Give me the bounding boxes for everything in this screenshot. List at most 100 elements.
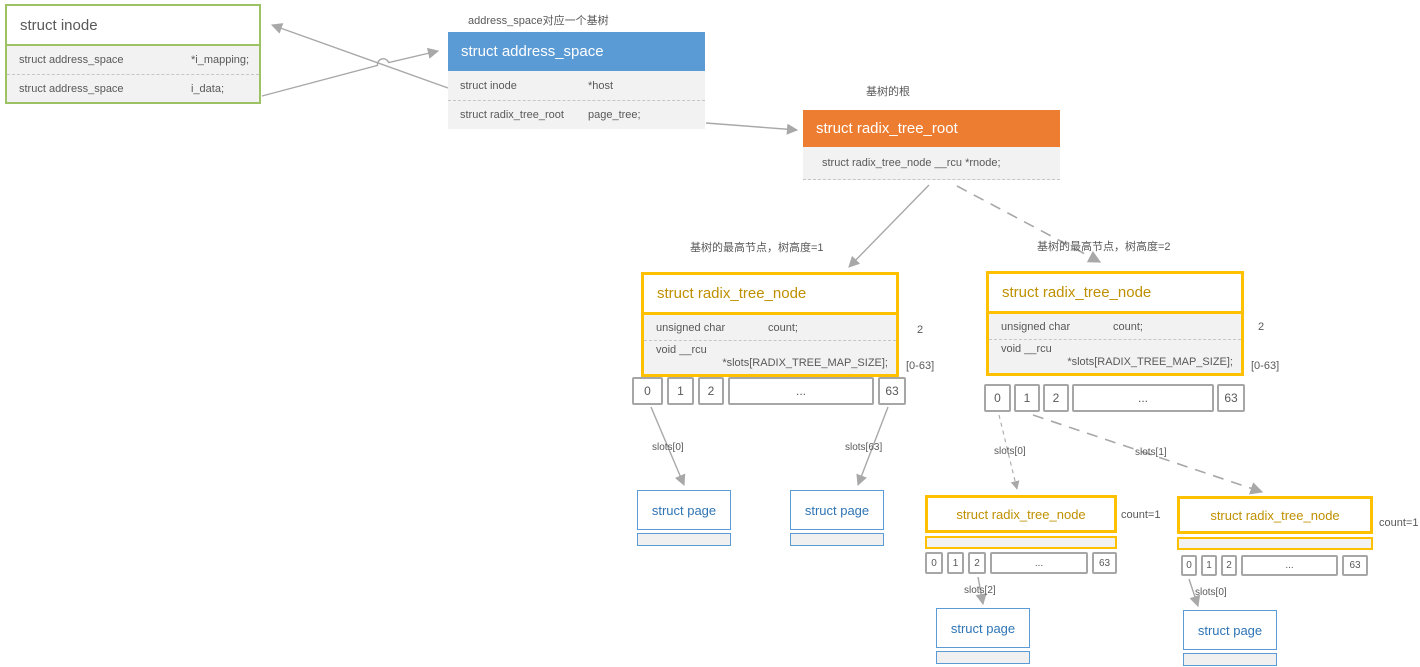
address-space-title: struct address_space <box>448 32 705 71</box>
node1-caption: 基树的最高节点，树高度=1 <box>690 242 824 254</box>
node1-field-slots: void __rcu *slots[RADIX_TREE_MAP_SIZE]; <box>644 340 896 374</box>
radix-tree-node1-title: struct radix_tree_node <box>644 275 896 312</box>
slot-cell-1: 1 <box>1014 384 1040 412</box>
child2-count-annotation: count=1 <box>1379 517 1419 529</box>
radix-tree-root-field-rnode: struct radix_tree_node __rcu *rnode; <box>803 147 1060 180</box>
node2-slot-array: 0 1 2 ... 63 <box>984 384 1245 412</box>
field-type: struct inode <box>460 79 517 92</box>
slot-cell-0: 0 <box>984 384 1011 412</box>
field-name: count; <box>1113 320 1143 333</box>
radix-tree-node2-box: struct radix_tree_node unsigned char cou… <box>986 271 1244 376</box>
address-space-caption: address_space对应一个基树 <box>468 15 609 27</box>
connector-host-to-inode <box>270 23 449 89</box>
slot-cell-ellipsis: ... <box>1241 555 1338 576</box>
slot-cell-2: 2 <box>1043 384 1069 412</box>
field-name: *host <box>588 79 614 92</box>
child1-slot-array: 0 1 2 ... 63 <box>925 552 1117 574</box>
field-name: page_tree; <box>588 109 641 121</box>
child1-footer-strip <box>925 536 1117 549</box>
page3-title: struct page <box>936 608 1030 648</box>
inode-fields: struct address_space *i_mapping; struct … <box>7 44 259 102</box>
radix-tree-node2-fields: unsigned char count; void __rcu *slots[R… <box>989 311 1241 373</box>
page3-footer-strip <box>936 651 1030 664</box>
address-space-fields: struct inode *host struct radix_tree_roo… <box>448 71 705 129</box>
node1-field-count: unsigned char count; <box>644 315 896 340</box>
child1-count-annotation: count=1 <box>1121 509 1161 521</box>
struct-page-box-3: struct page <box>936 608 1030 664</box>
radix-tree-child2-title: struct radix_tree_node <box>1177 496 1373 534</box>
radix-tree-child1-box: struct radix_tree_node <box>925 495 1117 549</box>
inode-field-i-data: struct address_space i_data; <box>7 74 259 102</box>
radix-tree-child2-box: struct radix_tree_node <box>1177 496 1373 550</box>
node2-count-annotation: 2 <box>1258 321 1265 333</box>
slot-cell-2: 2 <box>968 552 986 574</box>
struct-page-box-2: struct page <box>790 490 884 546</box>
page4-footer-strip <box>1183 653 1277 666</box>
slot-cell-ellipsis: ... <box>728 377 874 405</box>
node1-count-annotation: 2 <box>917 324 924 336</box>
page2-footer-strip <box>790 533 884 546</box>
field-type: struct address_space <box>19 54 124 66</box>
struct-inode-box: struct inode struct address_space *i_map… <box>5 4 261 104</box>
root-caption: 基树的根 <box>866 86 910 98</box>
field-type: void __rcu <box>656 344 707 356</box>
slot-cell-63: 63 <box>1342 555 1368 576</box>
field-name: *slots[RADIX_TREE_MAP_SIZE]; <box>1067 356 1233 368</box>
child2-slot-array: 0 1 2 ... 63 <box>1181 555 1368 576</box>
radix-tree-node1-box: struct radix_tree_node unsigned char cou… <box>641 272 899 377</box>
slot-cell-63: 63 <box>1092 552 1117 574</box>
slot-cell-1: 1 <box>1201 555 1217 576</box>
node2-caption: 基树的最高节点，树高度=2 <box>1037 241 1171 253</box>
node1-slot-array: 0 1 2 ... 63 <box>632 377 906 405</box>
field-name: *i_mapping; <box>191 54 250 66</box>
slot-cell-1: 1 <box>667 377 694 405</box>
slot-cell-ellipsis: ... <box>1072 384 1214 412</box>
page2-title: struct page <box>790 490 884 530</box>
struct-page-box-4: struct page <box>1183 610 1277 666</box>
field-type: struct address_space <box>19 82 124 95</box>
radix-tree-child1-title: struct radix_tree_node <box>925 495 1117 533</box>
child2-footer-strip <box>1177 537 1373 550</box>
node1-range-annotation: [0-63] <box>906 360 935 372</box>
edge-label-n1-slot63: slots[63] <box>845 442 883 453</box>
slot-cell-0: 0 <box>925 552 943 574</box>
inode-title: struct inode <box>7 6 259 44</box>
field-name: *slots[RADIX_TREE_MAP_SIZE]; <box>722 357 888 369</box>
slot-cell-ellipsis: ... <box>990 552 1088 574</box>
slot-cell-63: 63 <box>878 377 906 405</box>
connector-root-to-node1 <box>848 184 930 268</box>
edge-label-n2-slot1: slots[1] <box>1135 447 1167 458</box>
field-type: unsigned char <box>656 321 726 334</box>
page1-footer-strip <box>637 533 731 546</box>
field-name: count; <box>768 321 798 334</box>
slot-cell-2: 2 <box>698 377 724 405</box>
field-type: unsigned char <box>1001 320 1071 333</box>
slot-cell-63: 63 <box>1217 384 1245 412</box>
edge-label-n2-slot0: slots[0] <box>994 446 1026 457</box>
struct-radix-tree-root-box: struct radix_tree_root struct radix_tree… <box>803 110 1060 180</box>
struct-address-space-box: struct address_space struct inode *host … <box>448 32 705 129</box>
page1-title: struct page <box>637 490 731 530</box>
field-type: void __rcu <box>1001 343 1052 355</box>
node2-range-annotation: [0-63] <box>1251 360 1280 372</box>
radix-tree-root-title: struct radix_tree_root <box>803 110 1060 147</box>
edge-label-c2-slot0: slots[0] <box>1195 587 1227 598</box>
node2-field-slots: void __rcu *slots[RADIX_TREE_MAP_SIZE]; <box>989 339 1241 373</box>
address-space-field-page-tree: struct radix_tree_root page_tree; <box>448 100 705 129</box>
radix-tree-node1-fields: unsigned char count; void __rcu *slots[R… <box>644 312 896 374</box>
slot-cell-2: 2 <box>1221 555 1237 576</box>
edge-label-c1-slot2: slots[2] <box>964 585 996 596</box>
radix-tree-node2-title: struct radix_tree_node <box>989 274 1241 311</box>
struct-page-box-1: struct page <box>637 490 731 546</box>
connector-imapping-to-address-space <box>261 47 440 97</box>
address-space-field-host: struct inode *host <box>448 71 705 100</box>
connector-pagetree-to-root <box>705 122 799 135</box>
radix-tree-root-fields: struct radix_tree_node __rcu *rnode; <box>803 147 1060 180</box>
edge-label-n1-slot0: slots[0] <box>652 442 684 453</box>
field-name: i_data; <box>191 82 225 95</box>
page4-title: struct page <box>1183 610 1277 650</box>
slot-cell-0: 0 <box>632 377 663 405</box>
slot-cell-1: 1 <box>947 552 964 574</box>
field-type: struct radix_tree_root <box>460 109 564 121</box>
